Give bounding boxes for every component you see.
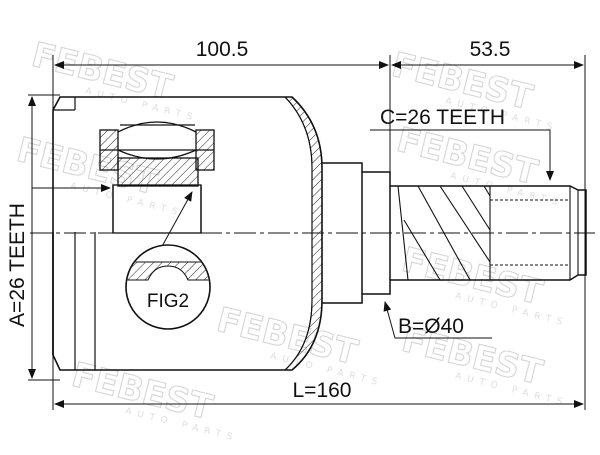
shaft-diameter-label: B=Ø40 bbox=[398, 315, 464, 338]
fig2-label: FIG2 bbox=[147, 291, 189, 312]
dimension-lines bbox=[28, 61, 584, 408]
shaft-length-label: 53.5 bbox=[470, 38, 511, 61]
outer-teeth-label: C=26 TEETH bbox=[380, 106, 505, 129]
body-length-label: 100.5 bbox=[196, 38, 249, 61]
housing-hatch bbox=[283, 96, 323, 371]
shaft bbox=[322, 162, 587, 304]
shaft-diameter-leader bbox=[383, 301, 492, 339]
fig2-leader bbox=[159, 191, 193, 251]
inner-teeth-label: A=26 TEETH bbox=[6, 203, 29, 327]
total-length-label: L=160 bbox=[293, 379, 352, 402]
outer-teeth-leader bbox=[370, 129, 554, 181]
shaft-splines bbox=[397, 185, 570, 281]
inner-section bbox=[99, 121, 215, 234]
leader-lines bbox=[32, 129, 554, 339]
fig2-detail: FIG2 bbox=[125, 244, 211, 330]
